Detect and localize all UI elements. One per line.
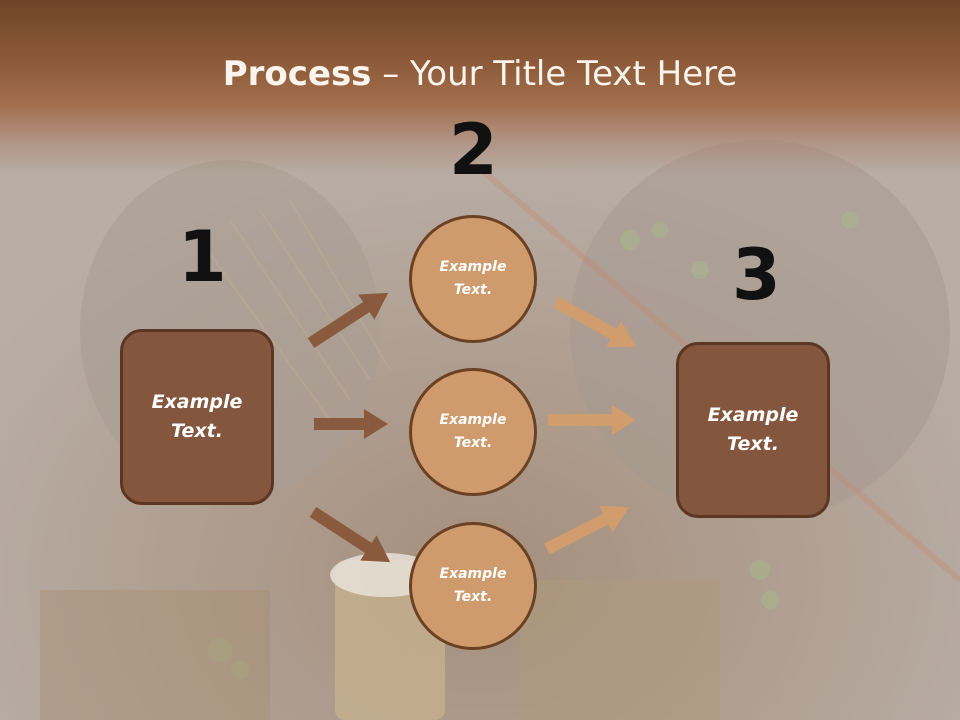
arrow-left-down <box>309 506 391 563</box>
step-number-2: 2 <box>449 109 498 191</box>
step-2-text-top: Example Text. <box>439 259 507 298</box>
arrow-left-up <box>307 292 389 349</box>
step-2-circle-middle: Example Text. <box>409 368 537 496</box>
step-2-text-bottom: Example Text. <box>439 566 507 605</box>
title-band <box>0 0 960 175</box>
arrow-right-middle <box>548 405 636 435</box>
slide-title: Process – Your Title Text Here <box>0 52 960 96</box>
title-rest: – Your Title Text Here <box>371 54 738 94</box>
arrow-right-down <box>553 296 637 348</box>
step-number-3: 3 <box>732 234 781 316</box>
title-bold: Process <box>222 54 372 94</box>
step-2-circle-top: Example Text. <box>409 215 537 343</box>
step-2-circle-bottom: Example Text. <box>409 522 537 650</box>
step-number-1: 1 <box>178 216 227 298</box>
step-3-box: Example Text. <box>676 342 830 518</box>
step-1-box: Example Text. <box>120 329 274 505</box>
step-2-text-middle: Example Text. <box>439 412 507 451</box>
arrow-right-up <box>544 505 629 555</box>
arrow-left-middle <box>314 409 388 439</box>
step-1-text: Example Text. <box>151 391 243 442</box>
step-3-text: Example Text. <box>707 404 799 455</box>
